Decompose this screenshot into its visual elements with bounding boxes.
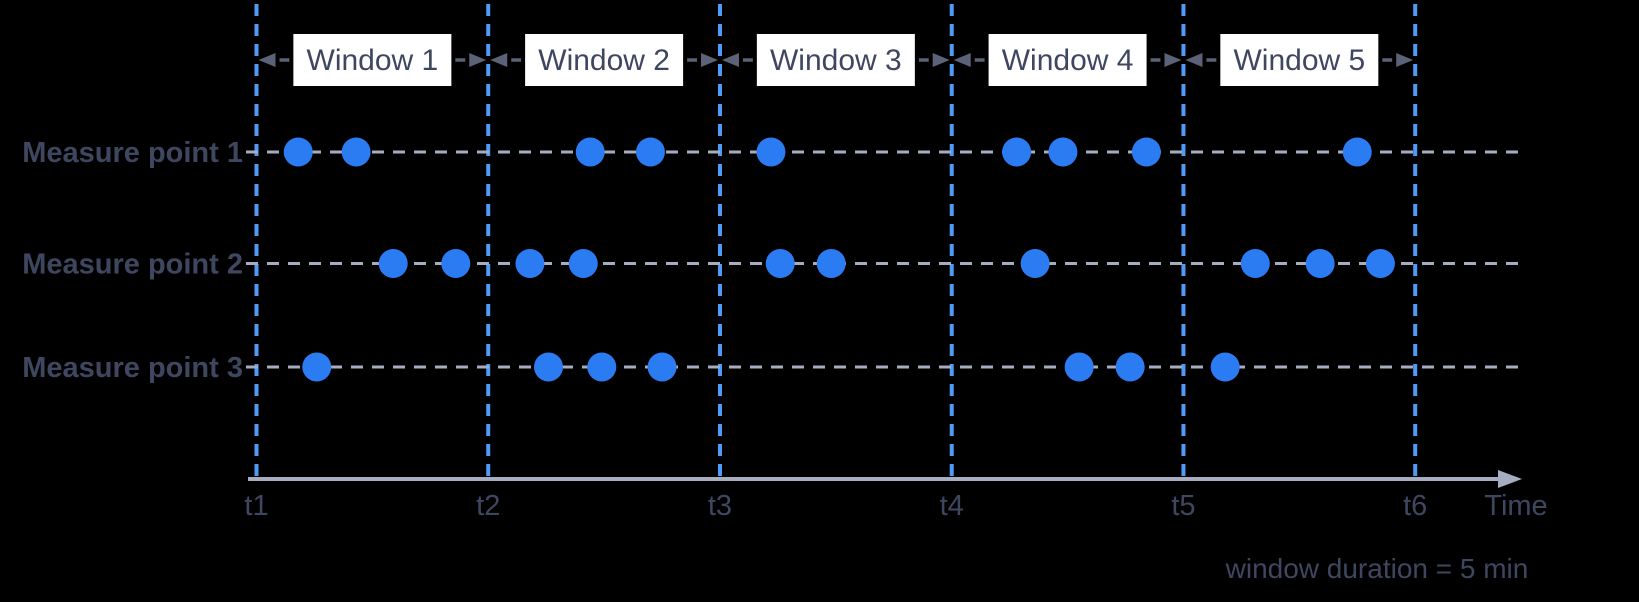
- event-dot: [378, 249, 408, 278]
- event-dot: [1342, 137, 1372, 167]
- arrowhead-left-icon: [258, 53, 276, 67]
- window-label-box: [525, 34, 684, 86]
- event-dot: [1240, 249, 1270, 278]
- event-dot: [283, 137, 313, 167]
- arrowhead-left-icon: [490, 53, 508, 67]
- window-label-box: [293, 34, 452, 86]
- window-label: Window 1: [307, 44, 439, 77]
- boundary-label: t6: [1403, 490, 1427, 522]
- arrowhead-right-icon: [700, 53, 718, 67]
- window-label: Window 4: [1002, 44, 1134, 77]
- event-dot: [756, 137, 786, 167]
- boundary-label: t4: [940, 490, 964, 522]
- boundary-label: t3: [708, 490, 732, 522]
- event-dot: [1131, 137, 1161, 167]
- arrowhead-left-icon: [721, 53, 739, 67]
- arrowhead-left-icon: [1185, 53, 1203, 67]
- event-dot: [1048, 137, 1078, 167]
- event-dot: [441, 249, 471, 278]
- event-dot: [1064, 352, 1094, 382]
- event-dot: [515, 249, 545, 278]
- event-dot: [1365, 249, 1395, 278]
- event-dot: [1115, 352, 1145, 382]
- measure-point-label: Measure point 1: [22, 137, 243, 169]
- arrowhead-right-icon: [469, 53, 487, 67]
- arrowhead-right-icon: [1396, 53, 1414, 67]
- window-label-box: [756, 34, 915, 86]
- arrowhead-left-icon: [953, 53, 971, 67]
- measure-point-label: Measure point 3: [22, 352, 243, 384]
- event-dot: [1020, 249, 1050, 278]
- event-dot: [533, 352, 563, 382]
- boundary-label: t5: [1171, 490, 1195, 522]
- caption: window duration = 5 min: [1225, 553, 1529, 584]
- boundary-label: t2: [476, 490, 500, 522]
- arrowhead-right-icon: [932, 53, 950, 67]
- event-dot: [816, 249, 846, 278]
- axis-arrowhead-icon: [1498, 470, 1522, 488]
- event-dot: [1002, 137, 1032, 167]
- window-label: Window 3: [770, 44, 902, 77]
- window-label-box: [1220, 34, 1379, 86]
- arrowhead-right-icon: [1164, 53, 1182, 67]
- event-dot: [765, 249, 795, 278]
- window-label: Window 2: [538, 44, 670, 77]
- event-dot: [1305, 249, 1335, 278]
- measure-point-label: Measure point 2: [22, 249, 243, 281]
- window-label-box: [988, 34, 1147, 86]
- boundary-label: t1: [244, 490, 268, 522]
- axis-label: Time: [1484, 490, 1547, 522]
- event-dot: [341, 137, 371, 167]
- event-dot: [587, 352, 617, 382]
- event-dot: [647, 352, 677, 382]
- event-dot: [635, 137, 665, 167]
- event-dot: [302, 352, 332, 382]
- event-dot: [568, 249, 598, 278]
- event-dot: [575, 137, 605, 167]
- window-label: Window 5: [1233, 44, 1365, 77]
- event-dot: [1210, 352, 1240, 382]
